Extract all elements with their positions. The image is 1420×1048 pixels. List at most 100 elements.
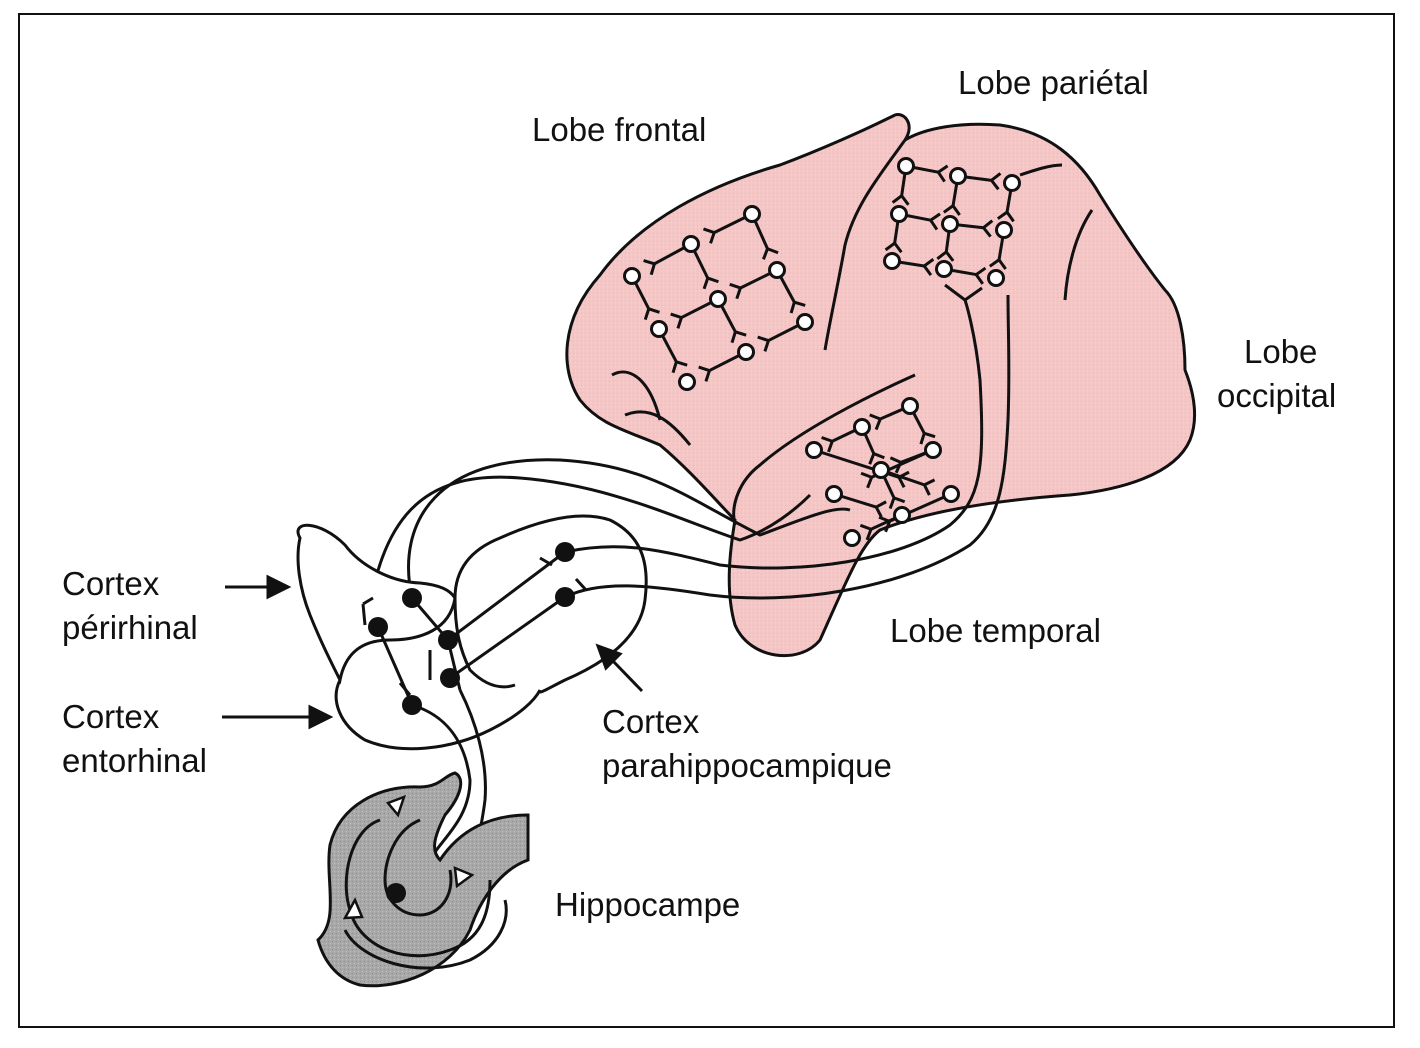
pathway-1 <box>407 458 851 599</box>
occipital-sulcus <box>1063 209 1094 301</box>
synapse-fork <box>982 219 994 238</box>
neuron-open <box>805 441 823 459</box>
label-hippocampus: Hippocampe <box>555 886 741 923</box>
arrow-parahippo-line <box>610 658 644 693</box>
synapse-fork <box>929 212 941 231</box>
synapse-fork <box>942 204 961 216</box>
figure-frame <box>18 13 1395 1028</box>
neuron-open <box>743 205 761 223</box>
frontal-sulcus-2 <box>611 370 662 421</box>
neuron-open <box>949 167 967 185</box>
neuron-open <box>901 397 919 415</box>
circuit-arrows <box>342 794 475 920</box>
brain-hemisphere <box>565 113 1196 657</box>
synapse-fork <box>874 500 887 518</box>
pathway-4 <box>564 294 1011 600</box>
central-sulcus <box>823 139 907 351</box>
neuron-open <box>678 373 696 391</box>
neuron-parahippo-1 <box>438 630 458 650</box>
neuron-open <box>890 205 908 223</box>
neuron-open <box>709 290 727 308</box>
synapse-fork <box>919 431 936 445</box>
synapse-fork <box>888 496 906 510</box>
label-entorhinal-line2: entorhinal <box>62 742 207 779</box>
synapse-fork <box>891 194 910 206</box>
arrow-entorhinal-head <box>308 704 334 730</box>
synapse-fork <box>884 241 903 254</box>
parahippocampal-outline <box>453 514 648 694</box>
synapse-fork <box>868 452 885 465</box>
arrow-perirhinal-head <box>266 574 292 600</box>
neuron-open <box>941 215 959 233</box>
neuron-open <box>682 235 700 253</box>
neuron-open <box>825 485 843 503</box>
neuron-perirhinal-1 <box>402 588 422 608</box>
synapse-fork <box>762 247 779 260</box>
neuron-parahippo-3 <box>555 587 575 607</box>
label-temporal-lobe: Lobe temporal <box>890 612 1101 649</box>
neuron-open <box>987 269 1005 287</box>
neuron-open <box>768 261 786 279</box>
synapse-fork <box>671 360 688 374</box>
label-parahippocampal-line1: Cortex <box>602 703 700 740</box>
perirhinal-region <box>296 523 457 685</box>
neuron-open <box>942 485 960 503</box>
label-frontal-lobe: Lobe frontal <box>532 111 707 148</box>
neuron-open <box>883 252 901 270</box>
label-perirhinal-line1: Cortex <box>62 565 160 602</box>
synapse-fork <box>698 365 711 382</box>
temporal-network <box>805 397 960 547</box>
arrow-1 <box>385 794 407 818</box>
parietal-terminal <box>944 283 983 302</box>
synapse-fork <box>757 335 770 352</box>
parahippocampal-inner <box>453 597 516 689</box>
neuron-open <box>853 418 871 436</box>
label-entorhinal-line1: Cortex <box>62 698 160 735</box>
hippocampal-circuit <box>343 818 508 970</box>
arrow-2 <box>453 866 475 889</box>
label-occipital-lobe-line1: Lobe <box>1244 333 1318 370</box>
synapse-fork <box>988 258 1007 270</box>
temporal-sulcus <box>732 373 916 526</box>
fiber-pathways <box>364 294 1011 631</box>
arrow-3 <box>342 897 364 920</box>
sulci <box>611 139 1094 526</box>
frontal-network <box>623 205 814 391</box>
hippocampus-shape <box>316 771 530 988</box>
entorhinal-outline <box>334 679 542 751</box>
neuron-open <box>650 320 668 338</box>
synapse-fork <box>923 258 935 276</box>
label-arrows <box>222 574 644 730</box>
synapse-fork <box>990 172 1002 191</box>
parietal-network <box>883 157 1021 287</box>
neuron-open <box>623 267 641 285</box>
neuron-entorhinal-2 <box>402 695 422 715</box>
hippocampus <box>316 771 530 988</box>
neuron-hippocampus <box>386 883 406 903</box>
synapse-fork <box>643 307 660 321</box>
neuron-open <box>843 529 861 547</box>
cortex-outline <box>565 113 1196 657</box>
synapse-fork <box>702 276 719 290</box>
synapse-fork <box>869 413 882 431</box>
neuron-open <box>737 343 755 361</box>
pathway-3 <box>564 299 984 570</box>
label-parietal-lobe: Lobe pariétal <box>958 64 1149 101</box>
synapse-fork <box>923 478 936 496</box>
neuron-parahippo-2 <box>555 542 575 562</box>
neural-networks <box>623 157 1021 547</box>
synapse-fork <box>702 227 716 244</box>
synapse-fork <box>936 250 955 262</box>
perirhinal-outline <box>296 523 457 685</box>
neuron-open <box>796 313 814 331</box>
neuron-open <box>924 441 942 459</box>
neuron-open <box>995 221 1013 239</box>
parietal-sulcus <box>1019 163 1063 177</box>
synapse-fork <box>670 312 683 329</box>
parahippocampal-region <box>453 514 648 694</box>
neuron-open <box>1003 174 1021 192</box>
synapse-fork <box>936 164 949 183</box>
entorhinal-region <box>334 679 542 751</box>
neuron-entorhinal-1 <box>440 668 460 688</box>
